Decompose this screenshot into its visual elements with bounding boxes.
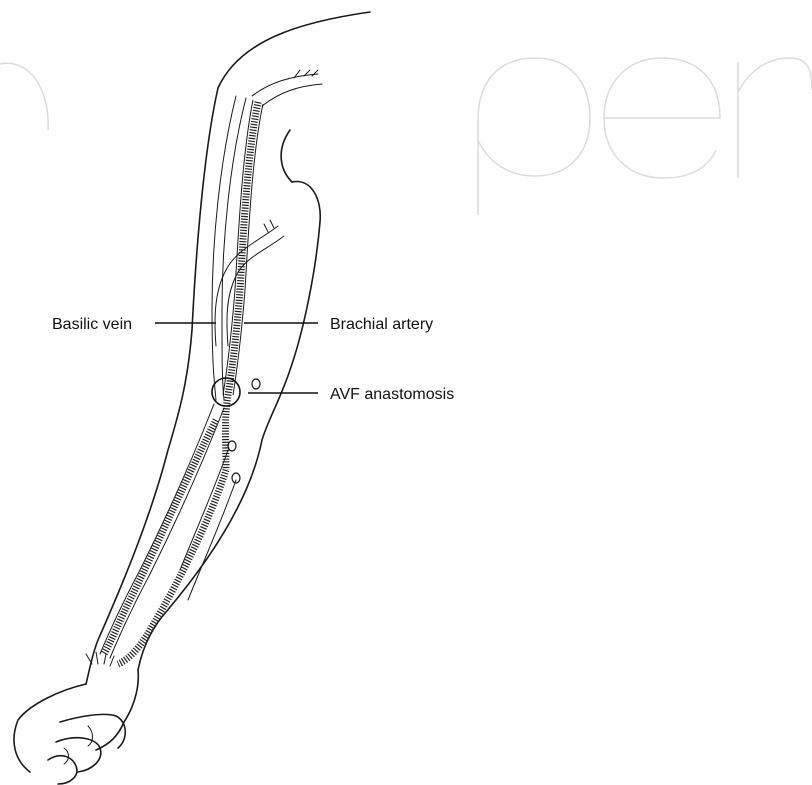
label-brachial-artery: Brachial artery <box>330 316 433 333</box>
arm-outline <box>14 12 370 784</box>
label-basilic-vein: Basilic vein <box>52 316 132 333</box>
label-avf-anastomosis: AVF anastomosis <box>330 386 454 403</box>
watermark-logo <box>0 58 812 215</box>
vessels <box>86 70 322 666</box>
